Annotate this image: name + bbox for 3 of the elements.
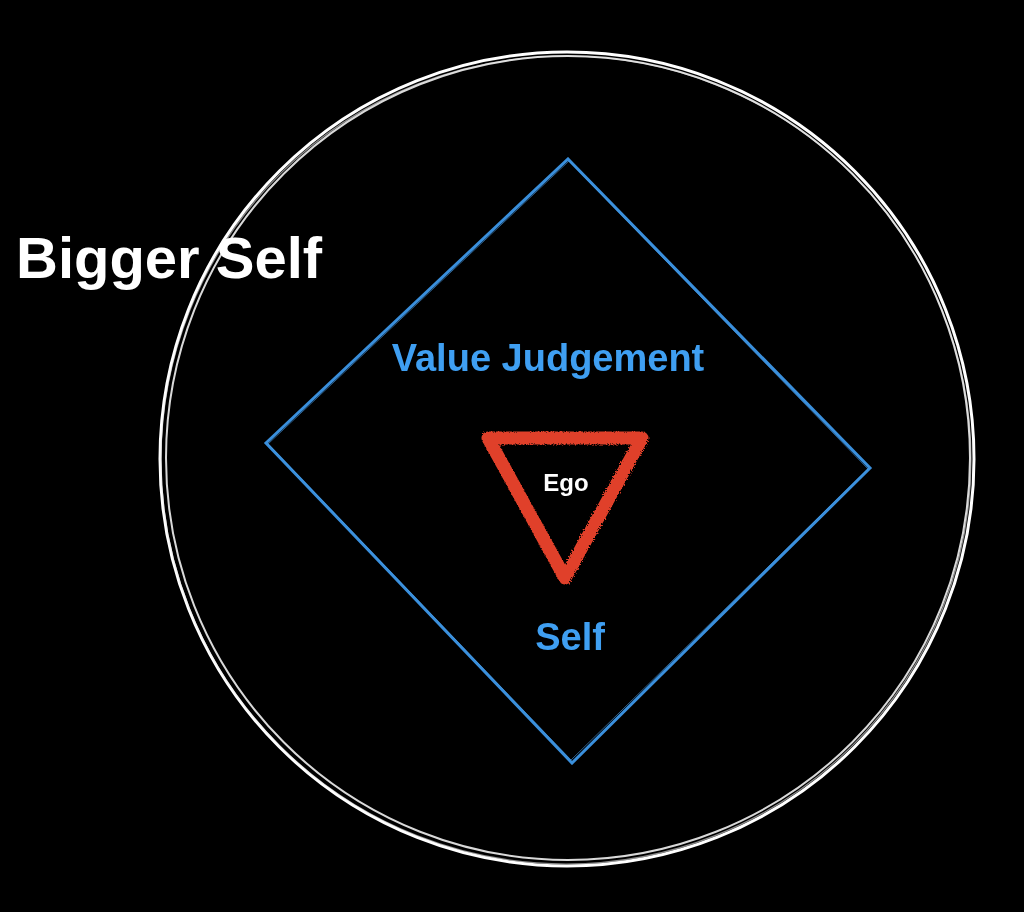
diamond-label: Value Judgement	[391, 339, 705, 377]
diamond-label: Self	[535, 618, 605, 656]
triangle-label: Ego	[543, 471, 589, 495]
